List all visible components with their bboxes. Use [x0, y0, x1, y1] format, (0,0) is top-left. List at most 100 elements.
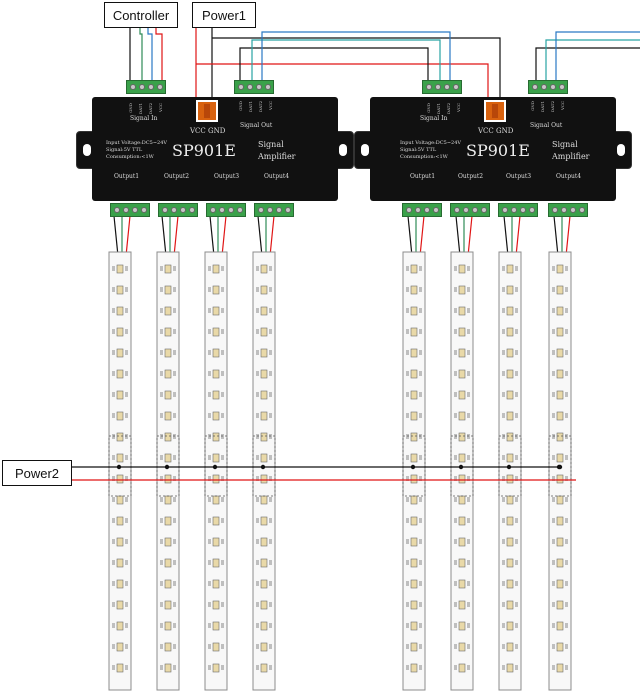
led-pad — [125, 581, 128, 586]
led-chip — [506, 432, 514, 442]
output4-label: Output4 — [556, 173, 582, 180]
led-chip — [212, 495, 220, 505]
led-chip — [410, 264, 418, 274]
led-chip — [410, 558, 418, 568]
led-chip — [556, 537, 564, 547]
led-chip — [556, 327, 564, 337]
led-chip — [410, 537, 418, 547]
led-pad — [467, 392, 470, 397]
led-chip — [458, 285, 466, 295]
led-pad — [454, 602, 457, 607]
led-pad — [454, 392, 457, 397]
led-chip — [410, 600, 418, 610]
led-pad — [256, 350, 259, 355]
led-pad — [221, 518, 224, 523]
led-chip — [556, 474, 564, 484]
led-chip — [116, 537, 124, 547]
led-pad — [173, 371, 176, 376]
led-pad — [419, 623, 422, 628]
led-pad — [208, 266, 211, 271]
led-pad — [160, 392, 163, 397]
led-pad — [160, 497, 163, 502]
led-pad — [221, 539, 224, 544]
led-chip — [212, 663, 220, 673]
led-chip — [506, 369, 514, 379]
led-chip — [116, 285, 124, 295]
led-pad — [256, 644, 259, 649]
led-chip — [116, 663, 124, 673]
led-chip — [116, 264, 124, 274]
led-pad — [173, 287, 176, 292]
led-pad — [269, 413, 272, 418]
strip-wire — [221, 215, 227, 257]
led-pad — [454, 308, 457, 313]
led-chip — [458, 432, 466, 442]
led-pad — [112, 476, 115, 481]
output-terminal — [254, 203, 294, 217]
led-chip — [506, 264, 514, 274]
controller-wire — [155, 28, 163, 82]
led-pad — [269, 455, 272, 460]
pin-label: VCC — [268, 101, 273, 111]
led-pad — [454, 287, 457, 292]
led-chip — [458, 621, 466, 631]
led-pad — [269, 518, 272, 523]
signal-in-terminal — [422, 80, 462, 94]
led-pad — [269, 602, 272, 607]
led-pad — [112, 455, 115, 460]
led-pad — [419, 392, 422, 397]
led-pad — [269, 665, 272, 670]
led-pad — [406, 308, 409, 313]
led-chip — [260, 579, 268, 589]
led-pad — [515, 308, 518, 313]
led-pad — [208, 350, 211, 355]
led-pad — [256, 602, 259, 607]
led-chip — [458, 264, 466, 274]
led-pad — [467, 350, 470, 355]
led-pad — [467, 665, 470, 670]
output-terminal — [548, 203, 588, 217]
led-pad — [454, 665, 457, 670]
led-pad — [221, 350, 224, 355]
led-pad — [419, 644, 422, 649]
led-pad — [467, 329, 470, 334]
led-pad — [454, 413, 457, 418]
led-pad — [160, 539, 163, 544]
led-pad — [160, 371, 163, 376]
led-chip — [410, 306, 418, 316]
led-chip — [458, 411, 466, 421]
output4-label: Output4 — [264, 173, 290, 180]
led-pad — [502, 455, 505, 460]
led-chip — [410, 285, 418, 295]
strip-wire — [173, 215, 179, 257]
led-pad — [125, 476, 128, 481]
led-pad — [515, 623, 518, 628]
led-chip — [410, 453, 418, 463]
strip-wire — [407, 215, 413, 257]
led-pad — [125, 665, 128, 670]
led-chip — [260, 285, 268, 295]
led-pad — [467, 371, 470, 376]
led-pad — [256, 455, 259, 460]
strip-wire — [113, 215, 119, 257]
led-pad — [208, 413, 211, 418]
led-chip — [458, 306, 466, 316]
led-pad — [565, 476, 568, 481]
led-pad — [502, 413, 505, 418]
led-pad — [160, 665, 163, 670]
led-pad — [221, 266, 224, 271]
led-pad — [419, 287, 422, 292]
led-chip — [164, 600, 172, 610]
led-chip — [116, 474, 124, 484]
led-pad — [256, 665, 259, 670]
led-pad — [208, 287, 211, 292]
led-pad — [208, 497, 211, 502]
led-pad — [208, 665, 211, 670]
led-pad — [502, 371, 505, 376]
led-chip — [212, 306, 220, 316]
led-chip — [556, 600, 564, 610]
led-chip — [260, 390, 268, 400]
led-pad — [467, 287, 470, 292]
led-chip — [556, 432, 564, 442]
led-chip — [212, 621, 220, 631]
